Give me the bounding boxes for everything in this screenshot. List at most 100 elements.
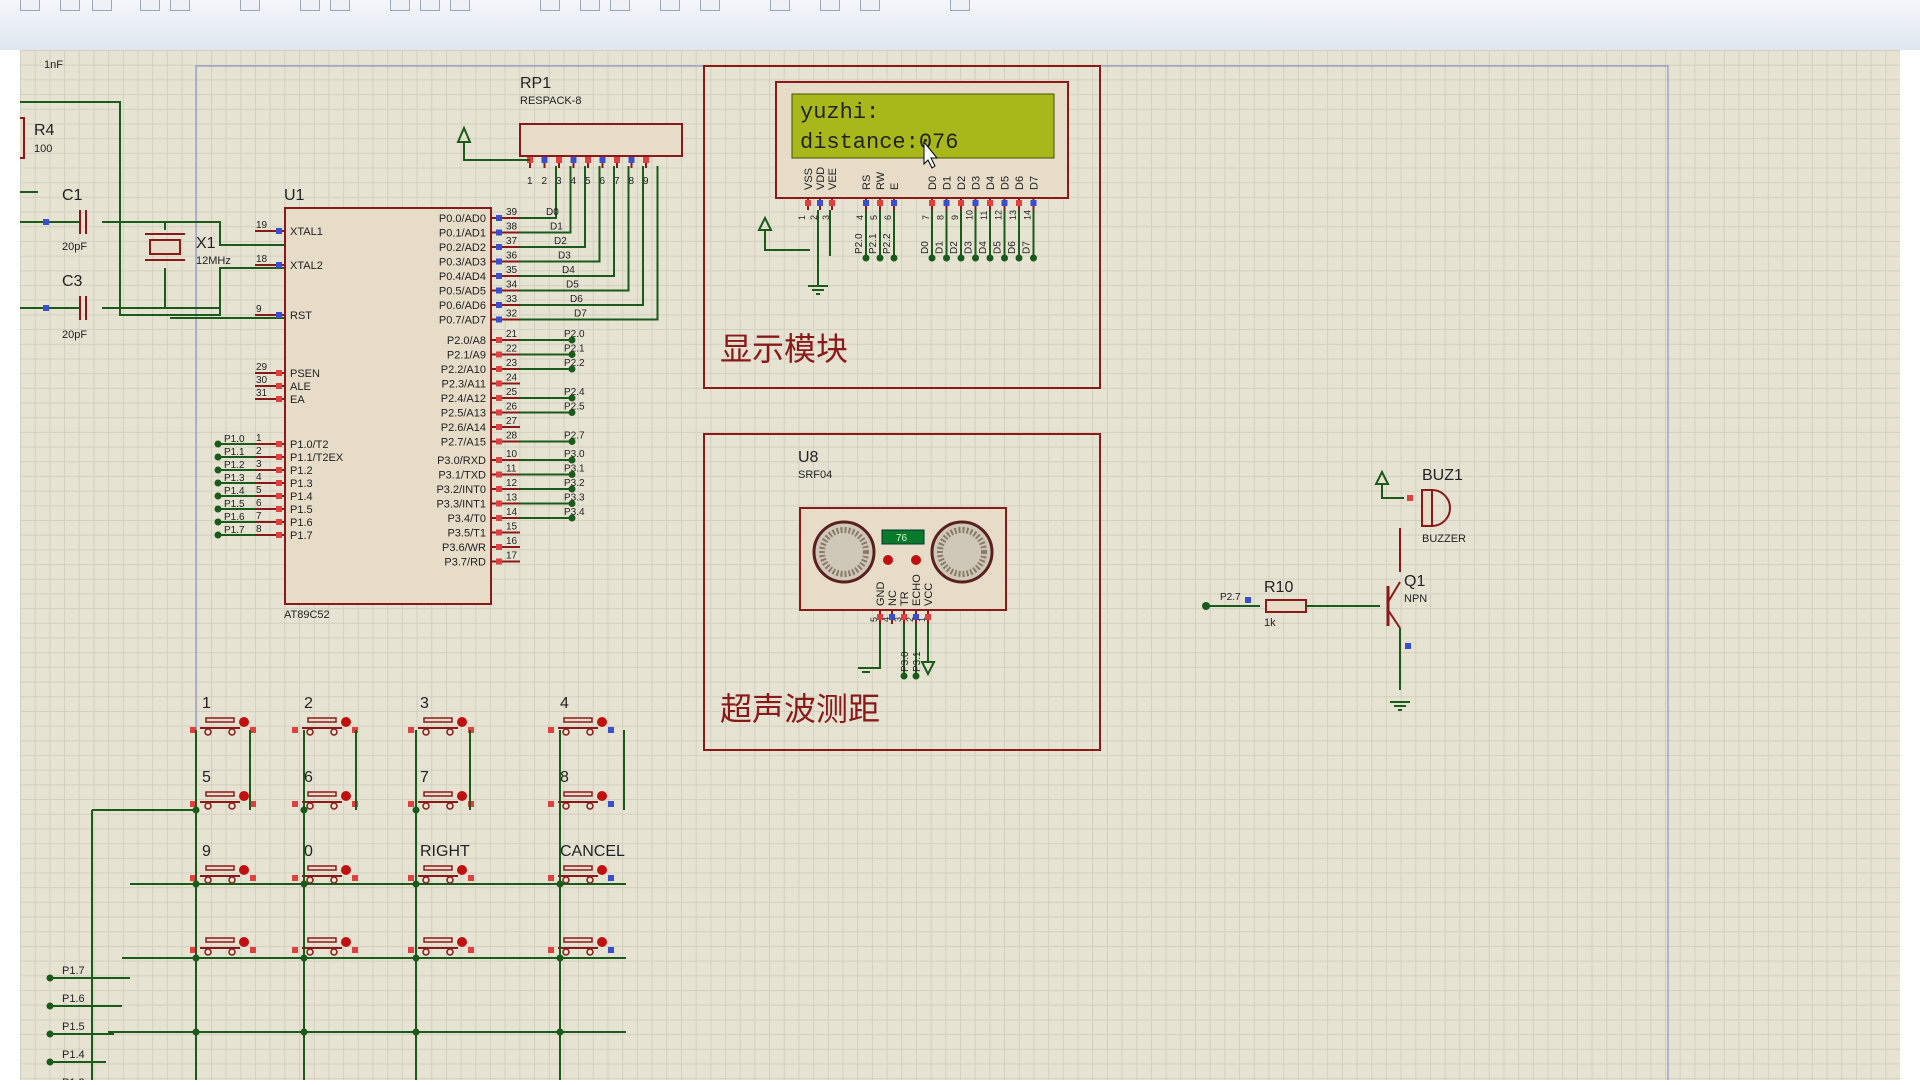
toolbar-button[interactable] — [20, 0, 40, 11]
toolbar-button[interactable] — [60, 0, 80, 11]
u1-pin-marker — [276, 480, 282, 486]
p2-net-label: P2.1 — [564, 344, 585, 355]
toolbar-button[interactable] — [610, 0, 630, 11]
toolbar-button[interactable] — [580, 0, 600, 11]
schematic-svg[interactable]: 1nF R4 100 C1 20pF C3 20pF X1 12MHz U1 A… — [11, 50, 1900, 1085]
u1-pin-number: 6 — [256, 498, 262, 509]
u8-pin-number: 3 — [893, 617, 903, 622]
lcd-net-label: D0 — [920, 241, 931, 254]
keypad-button-terminal — [204, 802, 212, 810]
lcd-net-dot — [986, 254, 994, 262]
keypad-button-indicator — [457, 717, 467, 727]
lcd-pin-number: 4 — [855, 215, 865, 220]
keypad-net-dot — [412, 954, 420, 962]
lcd-net-label: P2.1 — [868, 233, 879, 254]
keypad-button-terminal — [306, 728, 314, 736]
toolbar-button[interactable] — [92, 0, 112, 11]
r10-ref: R10 — [1264, 579, 1293, 596]
schematic-canvas[interactable]: 1nF R4 100 C1 20pF C3 20pF X1 12MHz U1 A… — [11, 50, 1900, 1085]
u1-pin-number: 5 — [256, 485, 262, 496]
u1-pin-number: 22 — [506, 344, 518, 355]
u1-left-pins: 19XTAL118XTAL29RST29PSEN30ALE31EA1P1.0/T… — [255, 220, 344, 542]
keypad-button-terminal — [586, 802, 594, 810]
c3-capacitor[interactable]: C3 20pF — [43, 273, 87, 341]
display-module-title: 显示模块 — [720, 331, 848, 367]
toolbar-button[interactable] — [240, 0, 260, 11]
u1-pin-name: P0.6/AD6 — [439, 300, 486, 312]
keypad-button-terminal — [422, 728, 430, 736]
toolbar-button[interactable] — [140, 0, 160, 11]
d-bus-wire — [520, 166, 586, 248]
u1-pin-name: P2.2/A10 — [441, 364, 486, 376]
toolbar-button[interactable] — [770, 0, 790, 11]
u1-pin-number: 31 — [256, 388, 268, 399]
toolbar-button[interactable] — [170, 0, 190, 11]
keypad-button-terminal — [446, 876, 454, 884]
q1-part: NPN — [1404, 593, 1427, 605]
keypad-net-dot — [556, 954, 564, 962]
u1-pin-name: P1.6 — [290, 517, 313, 529]
keypad-button-indicator — [597, 717, 607, 727]
u1-microcontroller[interactable]: U1 AT89C52 19XTAL118XTAL29RST29PSEN30ALE… — [255, 187, 520, 621]
lcd-pin-number: 8 — [936, 215, 946, 220]
u1-pin-name: P1.7 — [290, 530, 313, 542]
keypad-button-cap — [307, 865, 337, 871]
toolbar-button[interactable] — [420, 0, 440, 11]
lcd-pin-name: D3 — [971, 176, 983, 190]
display-module[interactable]: 显示模块 yuzhi: distance:076 VSS1VDD2VEE3RS4… — [703, 65, 1101, 389]
keypad-key-label: 7 — [420, 769, 429, 786]
lcd-net-dot — [972, 254, 979, 262]
rp1-pin-number: 7 — [614, 176, 620, 187]
toolbar-button[interactable] — [450, 0, 470, 11]
c1-capacitor[interactable]: C1 20pF — [43, 187, 87, 253]
ultrasonic-module[interactable]: 超声波测距 U8 SRF04 76 GND5NC4TR3ECHO2VCC1P3.… — [703, 433, 1101, 751]
toolbar-button[interactable] — [860, 0, 880, 11]
toolbar-button[interactable] — [700, 0, 720, 11]
toolbar-button[interactable] — [540, 0, 560, 11]
lcd-pin-marker — [1030, 200, 1037, 206]
lcd-pin-number: 12 — [994, 210, 1004, 220]
keypad-pin-marker — [292, 727, 298, 733]
u1-pin-name: P0.1/AD1 — [439, 228, 486, 240]
keypad-net-dot — [556, 1028, 564, 1036]
keypad-button-cap — [205, 937, 235, 943]
u1-pin-marker — [496, 471, 502, 478]
lcd-line-2: distance:076 — [800, 130, 958, 155]
keypad-key-label: 3 — [420, 695, 429, 712]
u8-net-label: P3.0 — [900, 651, 911, 672]
keypad-button-terminal — [586, 728, 594, 736]
c1-ref: C1 — [62, 187, 83, 204]
u1-pin-marker — [496, 500, 502, 507]
toolbar-button[interactable] — [820, 0, 840, 11]
buzzer-circuit[interactable]: BUZ1 BUZZER Q1 NPN P2.7 R10 1k — [1202, 467, 1466, 711]
r4-resistor[interactable]: R4 100 — [11, 117, 55, 159]
u1-pin-number: 23 — [506, 358, 518, 369]
u1-pin-number: 15 — [506, 522, 518, 533]
lcd-pin-marker — [877, 200, 883, 206]
keypad-button-cap — [423, 717, 453, 723]
d-bus-label: D0 — [546, 207, 559, 218]
keypad-button-terminal — [204, 876, 212, 884]
lcd-pin-name: VSS — [803, 168, 815, 190]
u1-pin-number: 3 — [256, 459, 262, 470]
toolbar-button[interactable] — [300, 0, 320, 11]
u1-pin-marker — [496, 558, 502, 565]
x1-crystal[interactable]: X1 12MHz — [145, 233, 231, 267]
keypad-button-cap — [563, 865, 593, 871]
lcd-net-label: D1 — [935, 241, 946, 254]
keypad-key-label: RIGHT — [420, 843, 470, 860]
lcd-pin-marker — [863, 200, 869, 206]
keypad-button-indicator — [341, 791, 351, 801]
toolbar-button[interactable] — [330, 0, 350, 11]
toolbar-button[interactable] — [950, 0, 970, 11]
u1-pin-marker — [276, 262, 282, 268]
lcd-pin-number: 9 — [950, 215, 960, 220]
r4-ref: R4 — [34, 122, 55, 139]
toolbar-button[interactable] — [390, 0, 410, 11]
lcd-pin-number: 2 — [809, 215, 819, 220]
u8-net-label: P3.1 — [912, 651, 923, 672]
toolbar-button[interactable] — [660, 0, 680, 11]
